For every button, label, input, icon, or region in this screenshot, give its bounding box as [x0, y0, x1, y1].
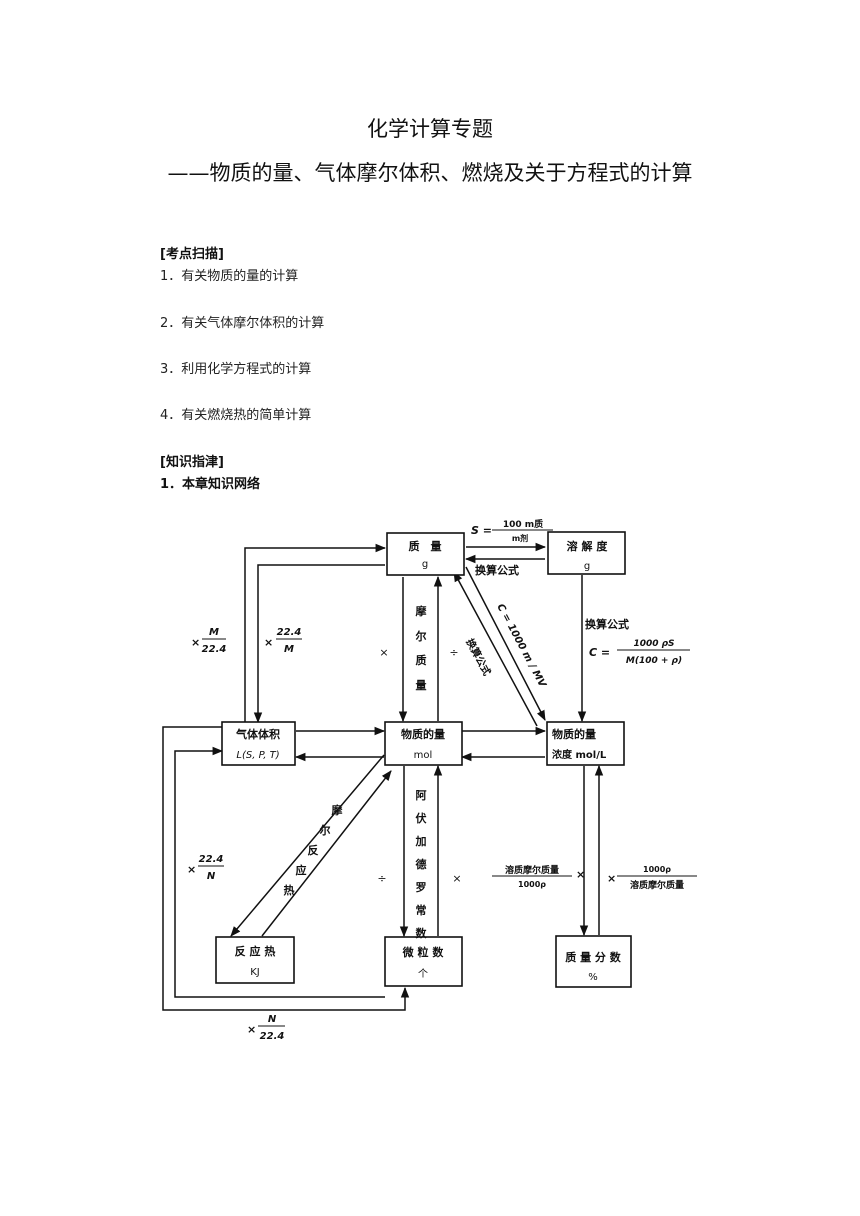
svg-text:溶质摩尔质量: 溶质摩尔质量: [505, 864, 559, 876]
svg-text:22.4: 22.4: [199, 854, 224, 865]
svg-text:个: 个: [418, 968, 428, 980]
scan-item-1: 1．有关物质的量的计算: [160, 269, 299, 284]
svg-text:L(S, P, T): L(S, P, T): [236, 750, 279, 761]
scan-item-2: 2．有关气体摩尔体积的计算: [160, 316, 325, 331]
svg-text:质: 质: [416, 653, 427, 667]
svg-text:C =: C =: [589, 646, 610, 659]
guide-heading: [知识指津]: [160, 455, 224, 470]
page-subtitle: ——物质的量、气体摩尔体积、燃烧及关于方程式的计算: [167, 161, 693, 185]
svg-text:×: ×: [264, 636, 273, 649]
svg-text:N: N: [268, 1014, 277, 1025]
svg-text:阿: 阿: [416, 788, 427, 802]
svg-text:换算公式: 换算公式: [585, 617, 629, 631]
svg-text:g: g: [422, 559, 428, 570]
node-amount-of-substance: 物质的量 mol: [384, 721, 463, 766]
svg-text:数: 数: [416, 926, 428, 940]
svg-text:×: ×: [607, 872, 616, 885]
svg-text:m剂: m剂: [512, 533, 528, 543]
times-sign-avogadro: ×: [452, 872, 461, 885]
concentration-formula: 换算公式 C = 1000 ρS M(100 + ρ): [585, 617, 690, 666]
svg-text:22.4: 22.4: [202, 644, 227, 655]
svg-text:热: 热: [284, 883, 295, 897]
node-gas-volume: 气体体积 L(S, P, T): [221, 721, 296, 766]
scan-heading: [考点扫描]: [160, 247, 224, 262]
svg-text:摩: 摩: [332, 803, 344, 817]
svg-text:溶 解 度: 溶 解 度: [567, 539, 609, 553]
svg-text:100 m质: 100 m质: [503, 518, 543, 530]
svg-text:1000ρ: 1000ρ: [643, 865, 671, 874]
svg-text:摩: 摩: [416, 604, 428, 618]
scan-item-3: 3．利用化学方程式的计算: [160, 362, 312, 377]
svg-text:气体体积: 气体体积: [235, 727, 280, 741]
convert-label-top: 换算公式: [475, 563, 519, 577]
connection-arrows: [162, 542, 604, 1011]
svg-text:伏: 伏: [416, 811, 427, 825]
svg-text:微 粒 数: 微 粒 数: [402, 945, 445, 959]
node-solubility: 溶 解 度 g: [547, 531, 626, 575]
svg-text:尔: 尔: [415, 629, 427, 643]
times-sign-mass: ×: [379, 646, 388, 659]
node-concentration: 物质的量 浓度 mol/L: [546, 721, 625, 766]
svg-text:质 量 分 数: 质 量 分 数: [565, 950, 621, 964]
page-title: 化学计算专题: [367, 117, 493, 141]
scan-item-4: 4．有关燃烧热的简单计算: [160, 408, 312, 423]
solubility-formula: S = 100 m质 m剂: [471, 518, 553, 543]
svg-text:量: 量: [416, 679, 427, 692]
svg-text:反 应 热: 反 应 热: [235, 944, 276, 958]
molar-heat-label: 摩 尔 反 应 热: [284, 803, 344, 897]
svg-text:加: 加: [415, 834, 427, 848]
svg-text:%: %: [588, 972, 598, 983]
factor-m-over-224: × M 22.4: [191, 627, 226, 655]
node-mass-fraction: 质 量 分 数 %: [555, 935, 632, 988]
svg-text:g: g: [584, 561, 590, 572]
molar-mass-label: 摩 尔 质 量: [415, 604, 428, 692]
factor-fraction-to-conc: × 1000ρ 溶质摩尔质量: [607, 865, 697, 891]
svg-text:22.4: 22.4: [260, 1031, 285, 1042]
factor-224-over-n: × 22.4 N: [187, 854, 224, 882]
svg-text:常: 常: [416, 903, 427, 917]
factor-conc-to-fraction: 溶质摩尔质量 1000ρ ×: [492, 864, 585, 889]
svg-text:N: N: [207, 871, 216, 882]
node-reaction-heat: 反 应 热 KJ: [215, 936, 295, 984]
svg-text:M: M: [209, 627, 219, 638]
svg-text:×: ×: [247, 1023, 256, 1036]
svg-text:物质的量: 物质的量: [401, 727, 445, 741]
divide-sign-avogadro: ÷: [377, 872, 386, 885]
svg-text:×: ×: [187, 863, 196, 876]
svg-text:mol: mol: [414, 750, 433, 761]
svg-text:×: ×: [191, 636, 200, 649]
svg-text:KJ: KJ: [250, 967, 260, 978]
svg-text:M: M: [284, 644, 294, 655]
guide-subheading: 1．本章知识网络: [160, 477, 261, 492]
svg-text:1000 ρS: 1000 ρS: [633, 639, 674, 649]
svg-text:德: 德: [415, 857, 427, 871]
svg-text:C = 1000 m / MV: C = 1000 m / MV: [494, 602, 548, 690]
svg-text:22.4: 22.4: [277, 627, 302, 638]
svg-text:应: 应: [296, 863, 307, 877]
node-mass: 质 量 g: [386, 532, 465, 576]
node-particle-count: 微 粒 数 个: [384, 936, 463, 987]
svg-text:溶质摩尔质量: 溶质摩尔质量: [630, 879, 684, 891]
diagonal-formula: C = 1000 m / MV 换算公式: [463, 602, 548, 690]
svg-text:1000ρ: 1000ρ: [518, 880, 546, 889]
divide-sign-mass: ÷: [449, 646, 458, 659]
svg-text:物质的量: 物质的量: [552, 727, 596, 741]
factor-n-over-224: × N 22.4: [247, 1014, 285, 1042]
svg-text:M(100 + ρ): M(100 + ρ): [626, 656, 682, 666]
avogadro-label: 阿 伏 加 德 罗 常 数: [415, 788, 428, 940]
svg-text:尔: 尔: [319, 823, 331, 837]
factor-224-over-m: × 22.4 M: [264, 627, 302, 655]
svg-text:浓度 mol/L: 浓度 mol/L: [552, 748, 607, 761]
svg-text:反: 反: [308, 843, 319, 857]
svg-text:质 量: 质 量: [409, 539, 442, 553]
svg-text:换算公式: 换算公式: [463, 636, 493, 677]
svg-text:S =: S =: [471, 524, 492, 537]
svg-text:×: ×: [576, 868, 585, 881]
svg-text:罗: 罗: [416, 881, 427, 894]
